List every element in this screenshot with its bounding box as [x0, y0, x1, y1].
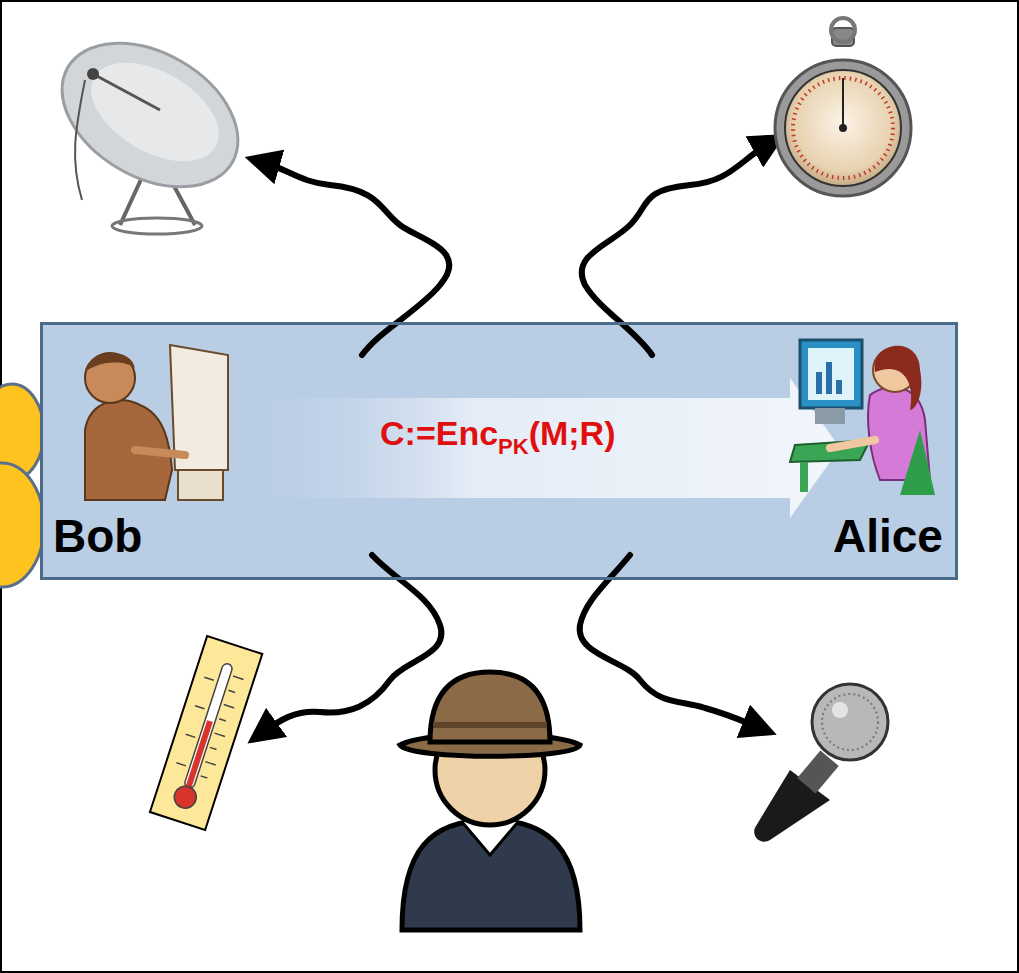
thermometer: [150, 636, 262, 830]
leak-arrows: [262, 143, 770, 733]
bob-figure: [85, 345, 228, 500]
microphone: [754, 684, 888, 842]
band-fill: [40, 322, 958, 580]
formula-text: (M;R): [529, 414, 616, 452]
channel-band: C:=EncPK(M;R) Bob Alice: [40, 322, 958, 580]
stopwatch: [775, 18, 911, 196]
yellow-bubble: [0, 384, 44, 587]
alice-figure: [790, 340, 935, 495]
formula-subscript: PK: [498, 434, 529, 459]
formula-text: C:=Enc: [380, 414, 498, 452]
party-name: Bob: [53, 509, 142, 563]
party-name: Alice: [833, 509, 943, 563]
eavesdropper: [400, 672, 580, 930]
formula: C:=EncPK(M;R): [380, 414, 616, 460]
flow-arrow: [225, 378, 840, 518]
satellite-dish: [37, 14, 264, 234]
